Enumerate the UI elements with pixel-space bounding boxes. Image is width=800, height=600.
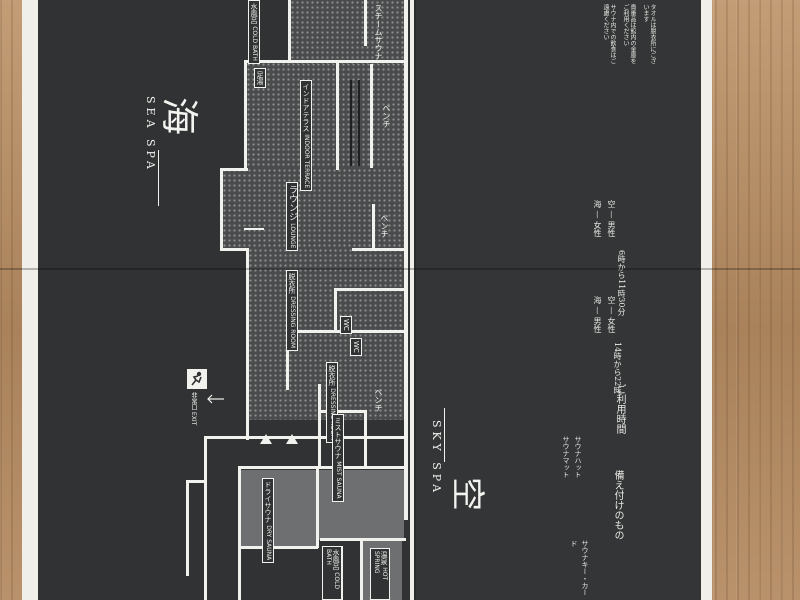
wall [238,546,318,549]
wall [244,228,264,230]
hours-2-time: 6時から11時30分 [617,250,626,316]
wall [206,436,406,439]
amenity-1: サウナハット [574,436,582,478]
wall [244,60,406,63]
wall [334,288,337,332]
wall [186,480,206,483]
hours-2-sky: 空 — 男性 [607,200,616,238]
amenity-3: サウナキー・カード [570,540,589,596]
wall [364,410,367,466]
mist-sauna-tag: ミストサウナ MIST SAUNA [332,414,344,502]
hours-1-time: 14時から22時 [613,342,622,395]
floor-area-mist-zone [318,470,404,540]
sky-spa-rule [444,408,445,462]
floor-area-dry-sauna [240,470,316,548]
wall [238,466,241,600]
sea-spa-english: SEA SPA [144,96,157,173]
wc-tag-2: WC [350,338,362,356]
top-note-2: 貴重品は館内の金庫をご利用ください [622,4,636,64]
sea-spa-rule [158,150,159,206]
hours-1-sea: 海 — 男性 [593,296,602,334]
foot-bath-tag: 足湯 [254,68,266,88]
indoor-terrace-tag: インドアテラス INDOOR TERRACE [300,80,312,192]
wall [246,248,249,440]
hours-1-sky: 空 — 女性 [607,296,616,334]
wall [220,168,223,250]
dry-sauna-tag: ドライサウナ DRY SAUNA [262,478,274,564]
floor-area-indoor-terrace [246,62,406,170]
wall [334,288,406,291]
wall [316,466,319,548]
exit-arrow-icon [207,394,224,404]
bench-label-3: ベンチ [374,388,383,412]
sky-spa-kanji: 空 [447,477,487,511]
bench-label-2: ベンチ [380,214,389,238]
wall [318,410,366,413]
wall [220,248,248,251]
dressing-room-1-tag: 脱衣所 DRESSING ROOM [286,270,298,352]
top-note-3: サウナ内での飲食はご遠慮ください [602,4,616,64]
hours-2-sea: 海 — 女性 [593,200,602,238]
top-note-1: タオルは脱衣所にございます [642,4,656,64]
floor-area-lounge [222,168,406,250]
wc-tag-1: WC [340,316,352,334]
wall [372,204,375,250]
amenities-heading: 備え付けのもの [612,470,623,540]
cold-bath-bottom-tag: 水風呂 COLD BATH [322,546,342,600]
wall [364,0,367,46]
wall [360,538,363,600]
cold-bath-top-tag: 水風呂 COLD BATH [248,0,260,64]
wall [336,60,339,170]
sky-spa-info-panel [414,0,701,600]
hot-spring-tag: 温泉 HOT SPRING [370,548,390,600]
wall [404,0,408,520]
bench-label-1: ベンチ [382,104,391,128]
entrance-arrow-icon [260,434,298,444]
sky-spa-english: SKY SPA [430,420,443,497]
wall [244,60,247,170]
lounge-tag: ラウンジ LOUNGE [286,182,298,252]
paper-fold-line [0,268,800,270]
emergency-exit-icon [187,369,207,389]
wall [286,330,289,390]
wall [370,64,373,168]
wall [350,80,352,166]
sea-spa-kanji: 海 [157,96,202,136]
emergency-exit-label: 非常口 EXIT [190,392,197,426]
floor-area-top [290,0,406,64]
wall [288,0,291,60]
wall [186,480,189,576]
wall [220,168,248,171]
emergency-exit-sign [186,368,208,394]
steam-sauna-label: スチームサウナ [374,4,383,60]
wall [352,248,406,251]
wall [204,436,207,600]
wall [358,80,360,166]
amenity-2: サウナマット [562,436,570,478]
hours-heading: ご利用時間 [614,384,625,434]
wall [320,538,406,541]
wall [238,466,406,469]
wall [318,384,321,466]
